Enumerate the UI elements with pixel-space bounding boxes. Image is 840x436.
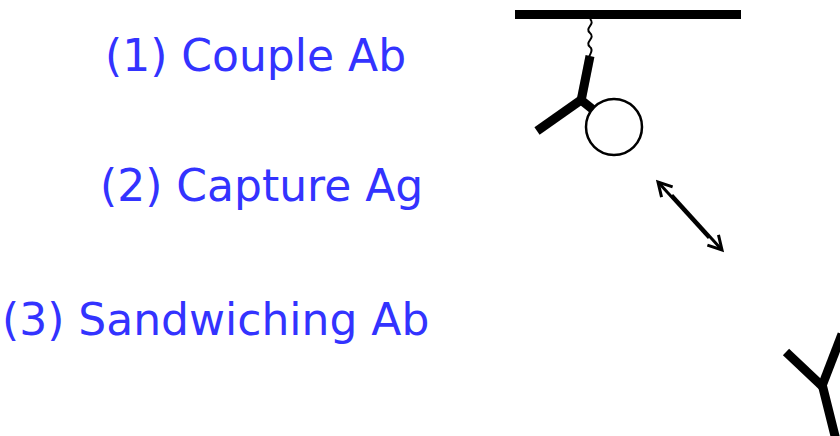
step-label: (3) Sandwiching Ab [2, 294, 429, 347]
step-label: (2) Capture Ag [100, 160, 423, 213]
sandwiching-antibody [786, 334, 840, 436]
antibody-stem [581, 56, 590, 101]
antigen-circle [586, 99, 642, 155]
solid-surface [515, 10, 741, 19]
antibody-stem [822, 384, 836, 436]
linker-chain [588, 19, 591, 57]
antibody-arm [822, 334, 840, 386]
antibody-arm [537, 100, 581, 131]
antibody-arm [786, 352, 822, 386]
step-label: (1) Couple Ab [105, 30, 406, 83]
equilibrium-arrow [672, 195, 722, 250]
equilibrium-arrow [658, 182, 709, 238]
